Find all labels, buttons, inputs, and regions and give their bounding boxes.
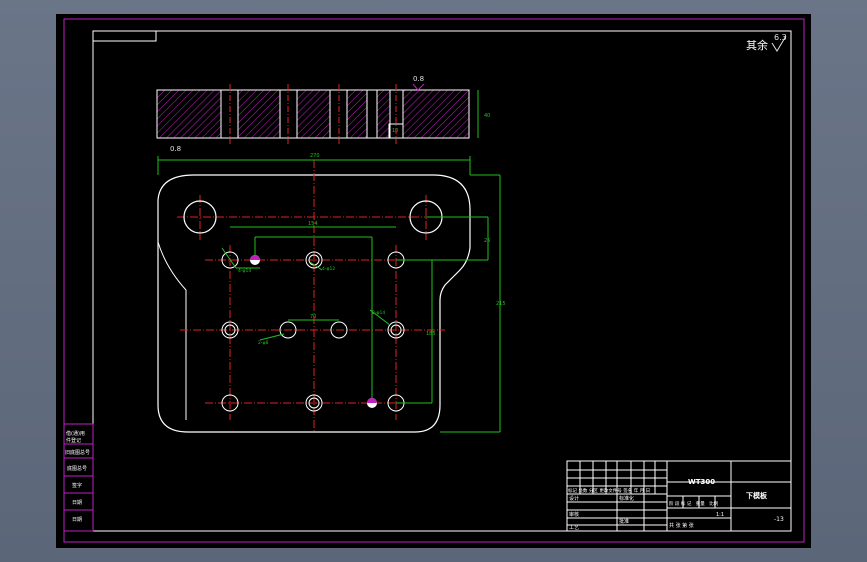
section-hatch-3 (296, 89, 331, 139)
dim-small-hole: 4-φ14 (238, 268, 251, 274)
hole-r2-c2 (279, 321, 297, 339)
dimension-lines (157, 156, 501, 433)
flatness-symbol-icon (412, 83, 425, 91)
section-hatch-2 (237, 89, 281, 139)
hole-r1-c1 (221, 251, 239, 269)
groove-width-label: 10 (392, 128, 398, 134)
left-row-5: 日期 (72, 500, 82, 506)
section-view: 0.8 0.8 40 10 (156, 75, 490, 153)
dim-pin: 4-φ12 (322, 266, 335, 272)
left-row-1: 件登记 (66, 437, 81, 444)
hole-r2-c4 (387, 321, 405, 339)
section-outline (156, 89, 470, 139)
title-block-frame (566, 460, 792, 532)
section-flatness-bottom: 0.8 (170, 145, 181, 153)
section-groove (388, 123, 404, 139)
dim-right-3: 185 (426, 331, 436, 337)
plate-outline (157, 174, 471, 433)
dim-center-hole: 2-φ8 (258, 340, 268, 346)
plan-view: 270 154 70 4-φ14 4-φ12 2-φ8 2-φ14 25 215… (157, 153, 506, 433)
left-panel-frame (63, 423, 94, 532)
plate-left-notch (157, 241, 187, 420)
large-hole-left (183, 200, 217, 234)
stage-headers: 阶 段 标 记 重量 比例 (669, 500, 719, 507)
left-row-4: 签字 (72, 482, 82, 489)
inner-border (92, 30, 792, 532)
roughness-value: 6.3 (774, 33, 787, 42)
role-standard: 标准化 (619, 495, 634, 502)
outer-border (63, 18, 805, 543)
left-row-2: 旧底图总号 (65, 449, 90, 456)
top-left-tag-box (92, 30, 157, 42)
section-hatch-6 (402, 89, 470, 139)
section-hatch-1 (156, 89, 222, 139)
section-flatness-label: 0.8 (413, 75, 424, 83)
left-panel: 借(通)用 件登记 旧底图总号 底图总号 签字 日期 日期 (63, 423, 94, 532)
dim-hole-spacing-top: 154 (308, 221, 318, 227)
role-review: 审核 (569, 511, 579, 518)
roughness-symbol-icon (771, 35, 787, 52)
scale-value: 1:1 (716, 512, 724, 518)
hole-r2-c4-inner (390, 324, 402, 336)
part-name: 下模板 (746, 491, 768, 500)
drawing-number: -13 (774, 516, 784, 523)
title-col-headers: 标记 处数 分区 更改文件号 签名 年 月 日 (568, 487, 650, 494)
hole-r2-c3 (330, 321, 348, 339)
hole-r3-c2-inner (308, 397, 320, 409)
section-hatch-5 (376, 89, 391, 139)
dim-right-2: 215 (496, 301, 506, 307)
left-row-0: 借(通)用 (66, 430, 85, 437)
pin-r3-mark (367, 398, 377, 403)
hole-r2-c1-inner (224, 324, 236, 336)
left-row-6: 日期 (72, 517, 82, 523)
dim-hole-spacing-mid: 70 (310, 314, 316, 320)
role-process: 工艺 (569, 525, 579, 531)
role-design: 设计 (569, 495, 579, 502)
role-approve: 批准 (619, 518, 629, 525)
roughness-note: 其余 (746, 38, 768, 52)
title-block: 标记 处数 分区 更改文件号 签名 年 月 日 设计 标准化 审核 工艺 批准 … (566, 460, 792, 532)
section-hatch-4 (346, 89, 368, 139)
dim-right-1: 25 (484, 238, 490, 244)
hole-r1-c2 (305, 251, 323, 269)
pin-r1-mark (250, 255, 260, 260)
section-height-label: 40 (484, 113, 490, 119)
left-row-3: 底图总号 (67, 465, 87, 472)
hole-r2-c1 (221, 321, 239, 339)
dim-overall-width: 270 (310, 153, 320, 159)
sheet-count: 共 张 第 张 (669, 522, 694, 529)
part-code: WT300 (688, 478, 715, 486)
hole-r3-c1 (221, 394, 239, 412)
hole-r3-c2 (305, 394, 323, 412)
dim-side-hole: 2-φ14 (372, 310, 385, 316)
